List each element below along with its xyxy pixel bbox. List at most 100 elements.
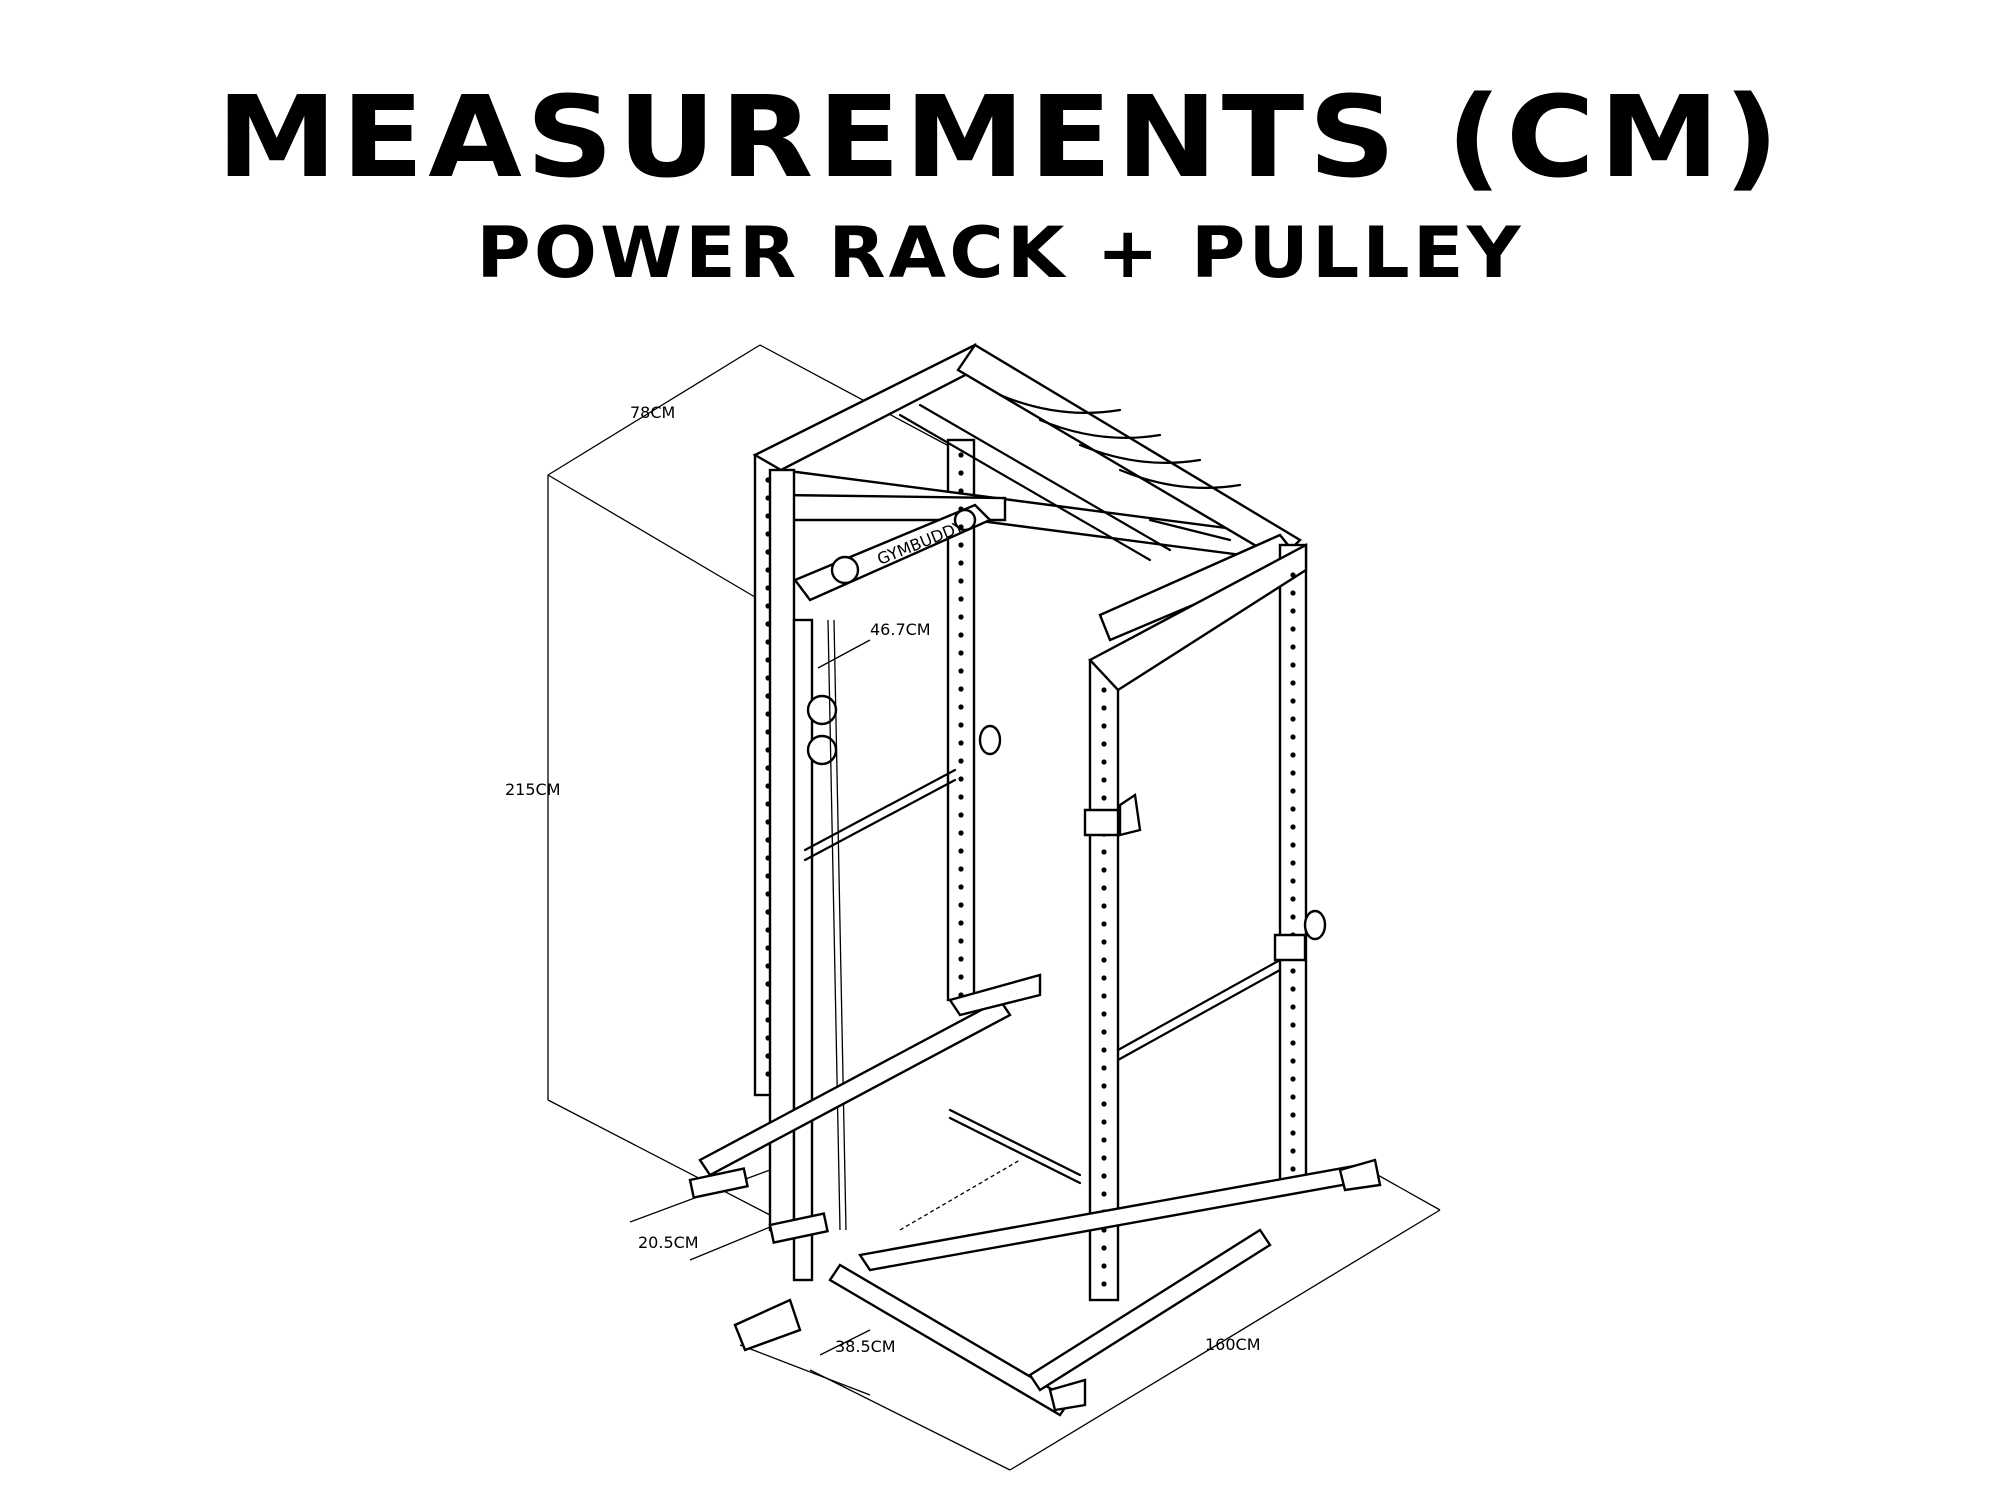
- upright-hole: [958, 452, 964, 458]
- upright-hole: [1290, 806, 1296, 812]
- base-frame: [688, 973, 1382, 1417]
- upright-hole: [765, 657, 771, 663]
- upright-hole: [958, 884, 964, 890]
- upright-hole: [958, 650, 964, 656]
- upright-hole: [765, 1017, 771, 1023]
- upright-hole: [765, 477, 771, 483]
- upright-hole: [1290, 1094, 1296, 1100]
- upright-hole: [1101, 1119, 1107, 1125]
- upright-hole: [958, 812, 964, 818]
- upright-hole: [765, 603, 771, 609]
- upright-hole: [765, 567, 771, 573]
- upright-hole: [1101, 687, 1107, 693]
- upright-hole: [1101, 1191, 1107, 1197]
- upright-hole: [765, 945, 771, 951]
- dimension-pulley-label: 46.7CM: [870, 620, 931, 639]
- upright-hole: [958, 578, 964, 584]
- upright-hole: [1290, 698, 1296, 704]
- upright-hole: [765, 963, 771, 969]
- upright-hole: [1101, 777, 1107, 783]
- upright-hole: [1101, 723, 1107, 729]
- upright-hole: [1101, 1137, 1107, 1143]
- upright-hole: [765, 1053, 771, 1059]
- upright-hole: [765, 1035, 771, 1041]
- upright-hole: [765, 1071, 771, 1077]
- upright-hole: [1101, 1245, 1107, 1251]
- upright-hole: [1101, 867, 1107, 873]
- upright-hole: [765, 855, 771, 861]
- upright-hole: [1290, 1166, 1296, 1172]
- upright-hole: [1290, 716, 1296, 722]
- upright-hole: [765, 801, 771, 807]
- upright-hole: [765, 729, 771, 735]
- upright-hole: [958, 956, 964, 962]
- upright-hole: [1101, 975, 1107, 981]
- upright-hole: [1101, 903, 1107, 909]
- upright-hole: [1101, 993, 1107, 999]
- page-subtitle: POWER RACK + PULLEY: [476, 212, 1524, 294]
- upright-hole: [958, 704, 964, 710]
- upright-hole: [958, 740, 964, 746]
- upright-holes: [765, 452, 1296, 1287]
- upright-hole: [1290, 752, 1296, 758]
- upright-hole: [1101, 1065, 1107, 1071]
- upright-hole: [958, 938, 964, 944]
- upright-hole: [958, 632, 964, 638]
- upright-hole: [958, 542, 964, 548]
- upright-hole: [958, 686, 964, 692]
- upright-hole: [958, 722, 964, 728]
- upright-hole: [765, 531, 771, 537]
- upright-hole: [765, 585, 771, 591]
- upright-hole: [765, 765, 771, 771]
- upright-hole: [1290, 1004, 1296, 1010]
- upright-hole: [1290, 986, 1296, 992]
- upright-hole: [958, 902, 964, 908]
- upright-hole: [765, 747, 771, 753]
- upright-hole: [1290, 788, 1296, 794]
- upright-hole: [1290, 1022, 1296, 1028]
- upright-hole: [958, 668, 964, 674]
- page-title: MEASUREMENTS (CM): [216, 73, 1784, 203]
- upright-hole: [958, 830, 964, 836]
- upright-hole: [765, 711, 771, 717]
- dimension-depth-label: 78CM: [630, 403, 675, 422]
- upright-hole: [958, 524, 964, 530]
- upright-hole: [765, 837, 771, 843]
- upright-hole: [765, 981, 771, 987]
- upright-hole: [765, 819, 771, 825]
- upright-hole: [1290, 644, 1296, 650]
- dimension-length-label: 160CM: [1205, 1335, 1261, 1354]
- upright-hole: [1290, 860, 1296, 866]
- upright-hole: [1290, 680, 1296, 686]
- upright-hole: [1101, 1047, 1107, 1053]
- top-frame: [752, 343, 1302, 642]
- upright-hole: [1101, 1029, 1107, 1035]
- upright-hole: [1290, 896, 1296, 902]
- upright-hole: [1290, 572, 1296, 578]
- upright-hole: [765, 495, 771, 501]
- upright-hole: [1290, 1130, 1296, 1136]
- upright-hole: [765, 513, 771, 519]
- upright-hole: [1290, 1076, 1296, 1082]
- upright-hole: [765, 639, 771, 645]
- upright-hole: [1290, 1112, 1296, 1118]
- upright-hole: [1101, 1263, 1107, 1269]
- upright-hole: [1290, 734, 1296, 740]
- upright-hole: [958, 506, 964, 512]
- dimension-height-label: 215CM: [505, 780, 561, 799]
- upright-hole: [765, 675, 771, 681]
- safety-bars: [803, 724, 1327, 1062]
- upright-hole: [1290, 914, 1296, 920]
- upright-hole: [1290, 626, 1296, 632]
- upright-hole: [958, 614, 964, 620]
- upright-hole: [1290, 968, 1296, 974]
- upright-hole: [1101, 1083, 1107, 1089]
- upright-hole: [1101, 741, 1107, 747]
- upright-hole: [765, 873, 771, 879]
- upright-hole: [1101, 1101, 1107, 1107]
- upright-hole: [1290, 770, 1296, 776]
- upright-hole: [1101, 705, 1107, 711]
- upright-hole: [958, 848, 964, 854]
- upright-hole: [958, 470, 964, 476]
